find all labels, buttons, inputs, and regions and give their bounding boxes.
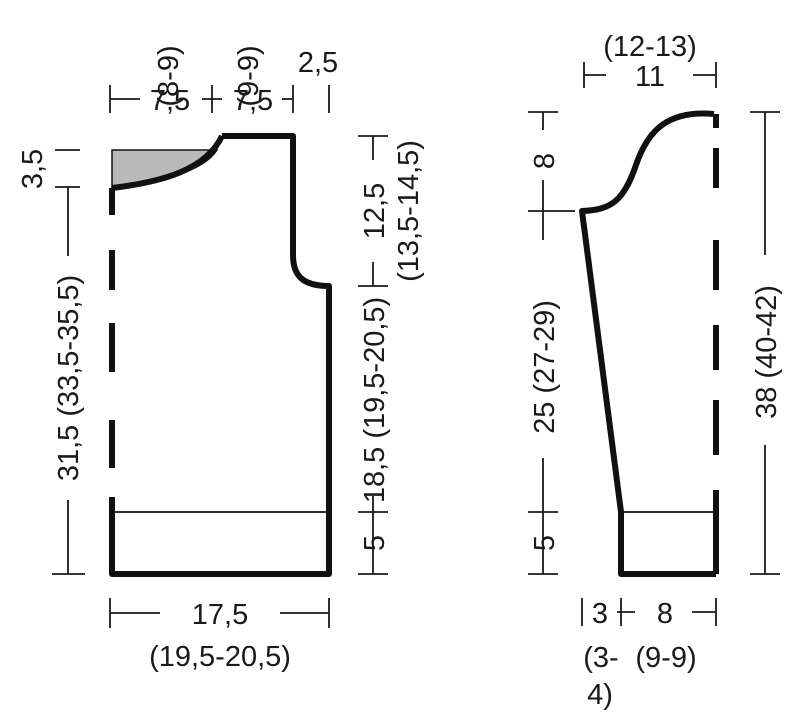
sleeve-offset-label-alt-b: 4) — [587, 679, 613, 711]
back-width-label-alt: (19,5-20,5) — [149, 641, 291, 673]
sleeve-left-dimension: 8 25 (27-29) 5 — [528, 111, 575, 575]
sleeve-top-dimension: (12-13) 11 — [583, 31, 717, 93]
sleeve-right-dimension: 38 (40-42) — [750, 111, 783, 575]
sleeve-top-label: 11 — [635, 61, 665, 93]
sleeve-offset-label: 3 — [592, 598, 608, 630]
sleeve-total-label: 38 (40-42) — [751, 285, 783, 419]
back-neck-depth-label: 3,5 — [17, 149, 49, 189]
sleeve-bottom-dimension: 3 8 (3- (9-9) 4) — [581, 598, 717, 711]
sleeve-length-label: 25 (27-29) — [529, 300, 561, 434]
back-length-label: 31,5 (33,5-35,5) — [53, 275, 85, 481]
sleeve-offset-label-alt-a: (3- — [583, 642, 618, 674]
neck-curve — [111, 134, 225, 191]
back-armhole-label: 12,5 — [359, 183, 391, 239]
back-rib-label: 5 — [359, 535, 391, 551]
back-top-dimension: (8-9) 7,5 (9-9) 7,5 2,5 — [109, 45, 338, 117]
back-shoulder-label-alt: (9-9) — [233, 45, 265, 106]
back-side-label: 18,5 (19,5-20,5) — [359, 297, 391, 503]
back-neck-label: 7,5 — [150, 85, 190, 117]
back-right-dimension: 12,5 (13,5-14,5) 18,5 (19,5-20,5) 5 — [358, 135, 425, 575]
back-bottom-dimension: 17,5 (19,5-20,5) — [109, 598, 330, 673]
back-width-label: 17,5 — [192, 599, 248, 631]
back-armhole-label-alt: (13,5-14,5) — [393, 140, 425, 282]
back-shoulder-label: 7,5 — [233, 85, 273, 117]
sleeve-outline — [579, 110, 716, 577]
sleeve-piece — [579, 110, 719, 577]
neck-shaded-area — [111, 149, 219, 189]
sleeve-top-label-alt: (12-13) — [603, 31, 697, 63]
back-edge-label: 2,5 — [298, 47, 338, 79]
back-outline — [109, 133, 332, 577]
sleeve-width-label-alt: (9-9) — [635, 642, 696, 674]
back-neck-label-alt: (8-9) — [153, 45, 185, 106]
back-left-dimension: 3,5 31,5 (33,5-35,5) — [17, 149, 85, 575]
sleeve-width-label: 8 — [657, 598, 673, 630]
sleeve-rib-label: 5 — [529, 535, 561, 551]
back-piece — [109, 133, 332, 577]
sleeve-cap-label: 8 — [529, 153, 561, 169]
